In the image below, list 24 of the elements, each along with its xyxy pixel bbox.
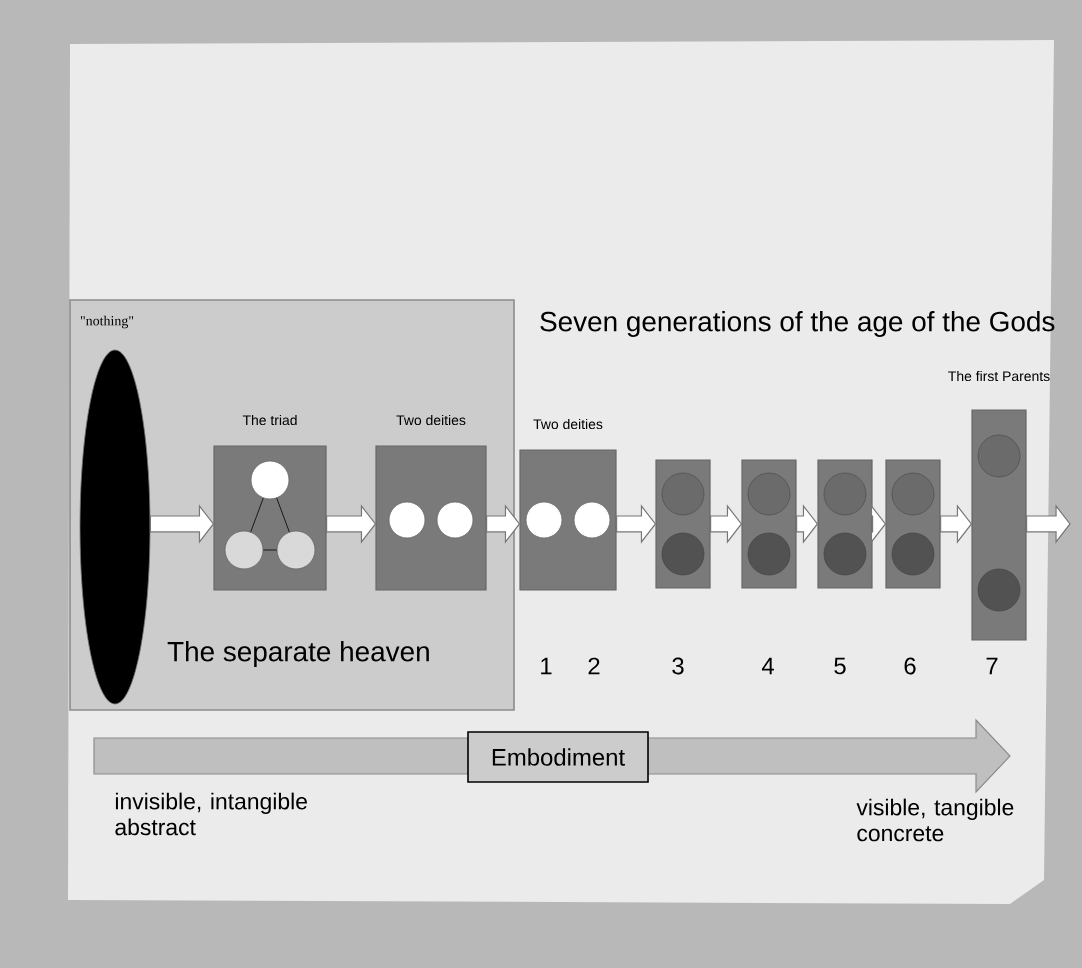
deity-box <box>817 459 873 589</box>
scale-label: visible, tangible concrete <box>856 798 1014 842</box>
generation-number: 4 <box>761 657 774 675</box>
block-arrow <box>486 504 521 544</box>
generation-number: 6 <box>904 657 916 675</box>
block-arrow <box>1026 504 1071 544</box>
title: Seven generations of the age of the Gods <box>540 311 1055 337</box>
block-arrow <box>710 504 743 544</box>
deity-box <box>885 459 941 589</box>
block-arrow <box>940 504 973 544</box>
block-arrow <box>870 504 887 544</box>
generation-number: 7 <box>986 657 998 675</box>
block-arrow <box>149 504 215 544</box>
deity-box <box>741 459 797 589</box>
deity-box <box>655 459 711 589</box>
label-box: Embodiment <box>467 731 649 783</box>
generation-number: 2 <box>588 657 600 675</box>
generation-number: 1 <box>541 657 552 675</box>
block-arrow <box>796 504 819 544</box>
generation-number: 5 <box>834 657 846 675</box>
block-arrow <box>326 504 377 544</box>
generation-number: 3 <box>672 657 684 675</box>
scale-label: invisible, intangible abstract <box>115 792 307 836</box>
block-arrow <box>616 504 657 544</box>
